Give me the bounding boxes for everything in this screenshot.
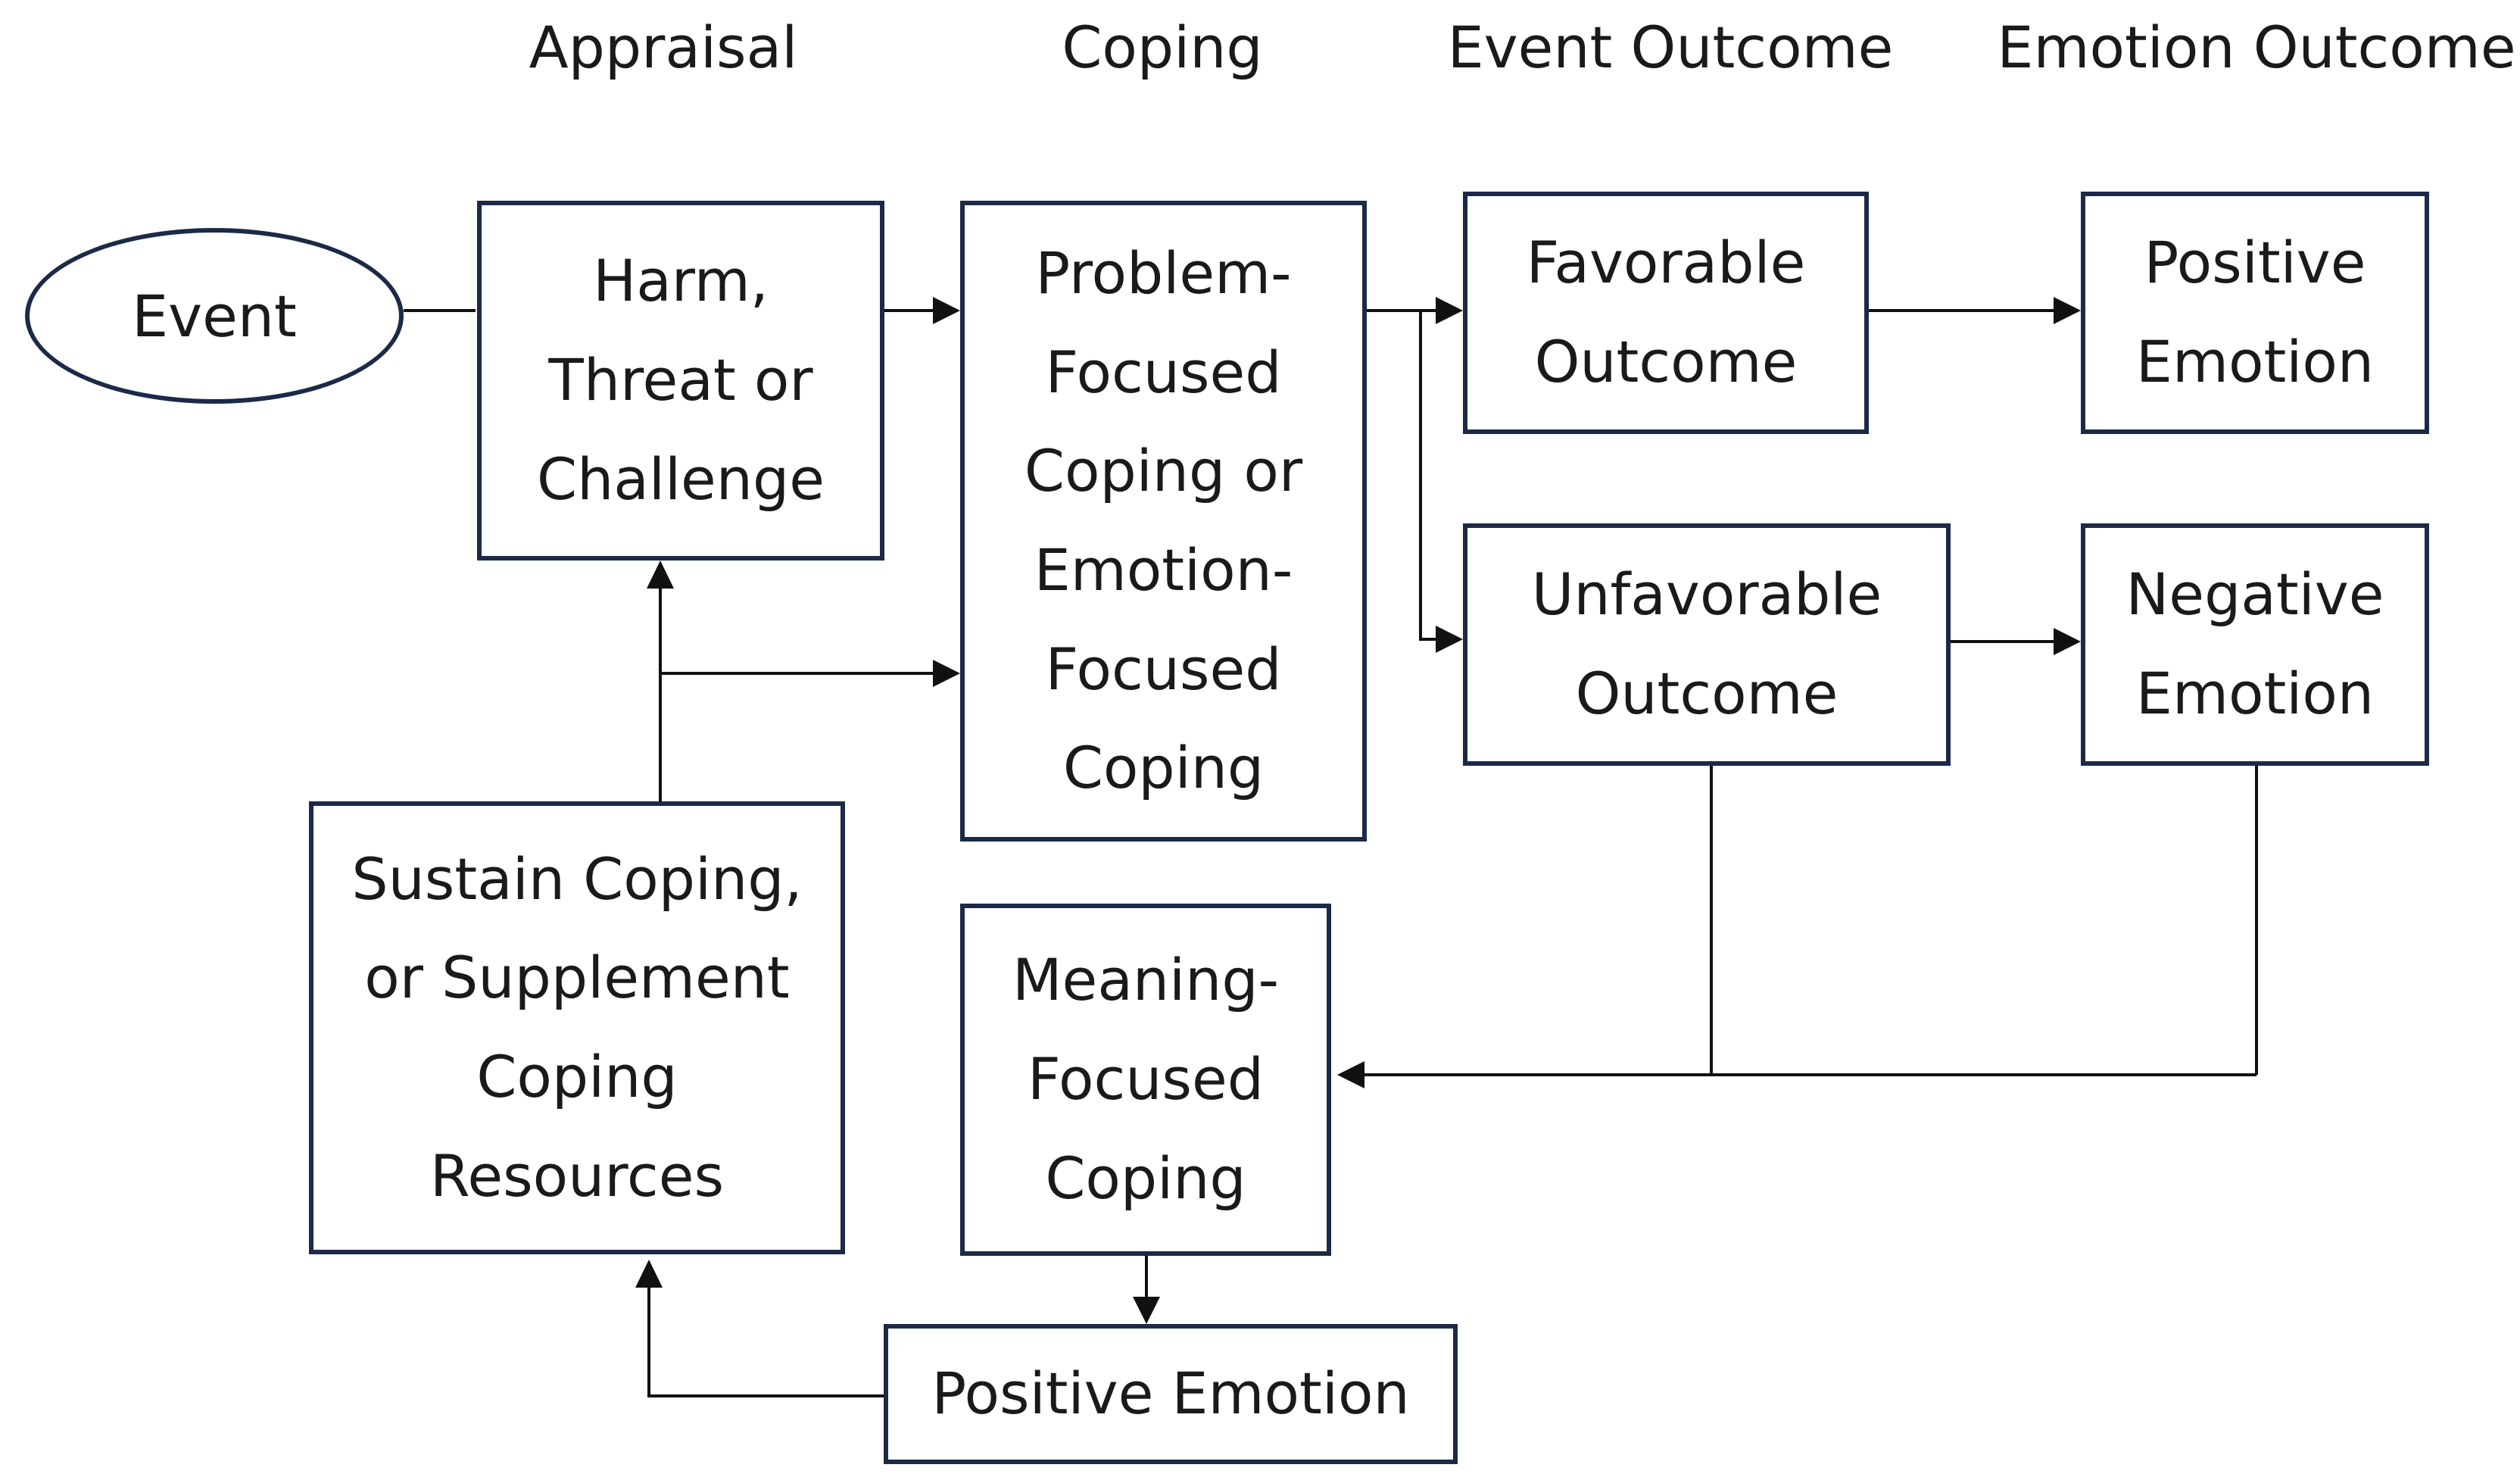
header-appraisal: Appraisal (529, 14, 798, 81)
positive-emotion-bottom-box: Positive Emotion (884, 1324, 1458, 1464)
coping-box: Problem- Focused Coping or Emotion- Focu… (960, 201, 1367, 842)
arrowhead (2054, 297, 2081, 324)
arrowhead (1436, 626, 1463, 653)
meaning-label: Meaning- Focused Coping (1012, 946, 1280, 1212)
unfavorable-outcome-box: Unfavorable Outcome (1463, 523, 1951, 766)
arrowhead (933, 297, 960, 324)
arrowhead (1133, 1297, 1160, 1324)
arrowhead (2054, 628, 2081, 655)
header-coping: Coping (1062, 14, 1263, 81)
arrow-positive-to-sustain (647, 1288, 884, 1397)
event-node: Event (25, 228, 404, 404)
event-label: Event (132, 282, 297, 350)
coping-label: Problem- Focused Coping or Emotion- Focu… (1024, 239, 1303, 802)
header-event-outcome: Event Outcome (1447, 14, 1894, 81)
arrowhead (933, 660, 960, 687)
arrowhead (1436, 297, 1463, 324)
favorable-outcome-box: Favorable Outcome (1463, 192, 1869, 434)
arrowhead (647, 561, 674, 589)
unfavorable-label: Unfavorable Outcome (1531, 561, 1882, 727)
positive-emotion-box: Positive Emotion (2081, 192, 2429, 434)
arrowhead (1337, 1061, 1364, 1088)
favorable-label: Favorable Outcome (1526, 229, 1806, 395)
header-emotion-outcome: Emotion Outcome (1997, 14, 2516, 81)
positive-emotion-bottom-label: Positive Emotion (931, 1360, 1410, 1428)
appraisal-label: Harm, Threat or Challenge (537, 247, 825, 513)
meaning-focused-coping-box: Meaning- Focused Coping (960, 904, 1331, 1256)
arrowhead (635, 1260, 663, 1288)
appraisal-box: Harm, Threat or Challenge (477, 201, 884, 561)
negative-emotion-label: Negative Emotion (2125, 561, 2384, 727)
positive-emotion-label: Positive Emotion (2135, 229, 2375, 395)
negative-emotion-box: Negative Emotion (2081, 523, 2429, 766)
arrow-coping-to-unfavorable (1419, 311, 1436, 641)
sustain-coping-box: Sustain Coping, or Supplement Coping Res… (309, 801, 845, 1254)
sustain-label: Sustain Coping, or Supplement Coping Res… (351, 845, 803, 1210)
